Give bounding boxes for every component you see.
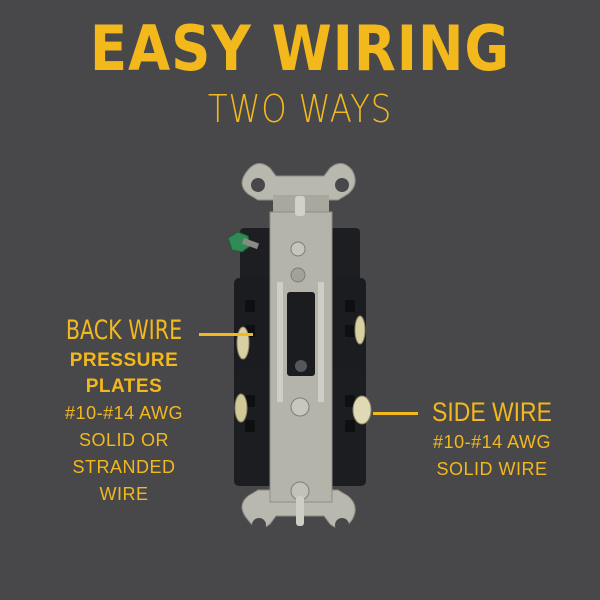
- side-wire-type: SOLID WIRE: [436, 459, 548, 479]
- side-wire-heading: SIDE WIRE: [432, 397, 552, 427]
- page-subtitle: TWO WAYS: [207, 87, 393, 131]
- page-title: EASY WIRING: [89, 12, 511, 85]
- brass-terminal-screw-icon: [234, 315, 372, 425]
- back-wire-leader-line: [199, 333, 253, 336]
- side-wire-leader-line: [373, 412, 418, 415]
- back-wire-spec-line3: WIRE: [99, 484, 149, 504]
- pressure-plates-line2: PLATES: [85, 376, 163, 397]
- side-wire-callout: SIDE WIRE #10-#14 AWG SOLID WIRE: [408, 395, 576, 483]
- green-ground-screw-icon: [227, 231, 260, 253]
- back-wire-callout: BACK WIRE PRESSURE PLATES #10-#14 AWG SO…: [44, 314, 204, 508]
- side-wire-gauge: #10-#14 AWG: [433, 432, 551, 452]
- back-wire-spec-line2: STRANDED: [72, 457, 176, 477]
- back-wire-spec-line1: SOLID OR: [78, 430, 170, 450]
- back-wire-gauge: #10-#14 AWG: [65, 403, 183, 423]
- back-wire-heading: BACK WIRE: [65, 315, 183, 346]
- pressure-plates-line1: PRESSURE: [69, 350, 179, 371]
- metal-strap: [269, 195, 333, 526]
